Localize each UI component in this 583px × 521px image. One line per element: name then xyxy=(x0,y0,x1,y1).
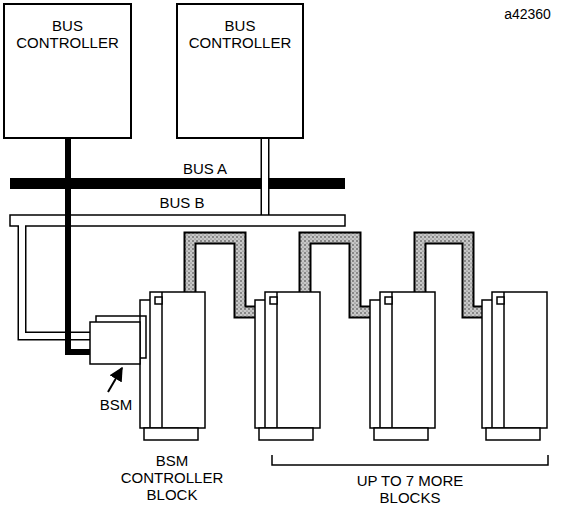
leader-arrow xyxy=(108,368,122,392)
bus-a-bar xyxy=(10,178,345,189)
bus-b-wire xyxy=(22,226,92,336)
part-label: BUS A xyxy=(165,160,245,177)
part-label: UP TO 7 MORE BLOCKS xyxy=(350,472,470,506)
io-block xyxy=(482,292,547,440)
controller-box: BUS CONTROLLER xyxy=(176,3,304,139)
bus-b-wire xyxy=(262,138,268,221)
io-block xyxy=(140,292,205,440)
node-title: BUS CONTROLLER xyxy=(13,17,122,51)
group-bracket xyxy=(272,455,548,465)
part-label: BSM xyxy=(94,396,138,413)
bus-b-joint xyxy=(11,216,33,225)
block-cables xyxy=(190,238,482,312)
bsm-module xyxy=(90,316,146,364)
bus-b-bar xyxy=(10,215,345,226)
node-title: BUS CONTROLLER xyxy=(186,17,294,51)
io-block xyxy=(370,292,435,440)
part-label: BUS B xyxy=(142,194,222,211)
part-label: BSM CONTROLLER BLOCK xyxy=(117,452,227,503)
controller-box: BUS CONTROLLER xyxy=(3,3,132,139)
bus-b-wire xyxy=(22,224,93,336)
figure-id: a42360 xyxy=(480,6,575,23)
bus-a-wire xyxy=(68,139,92,352)
io-block xyxy=(255,292,320,440)
